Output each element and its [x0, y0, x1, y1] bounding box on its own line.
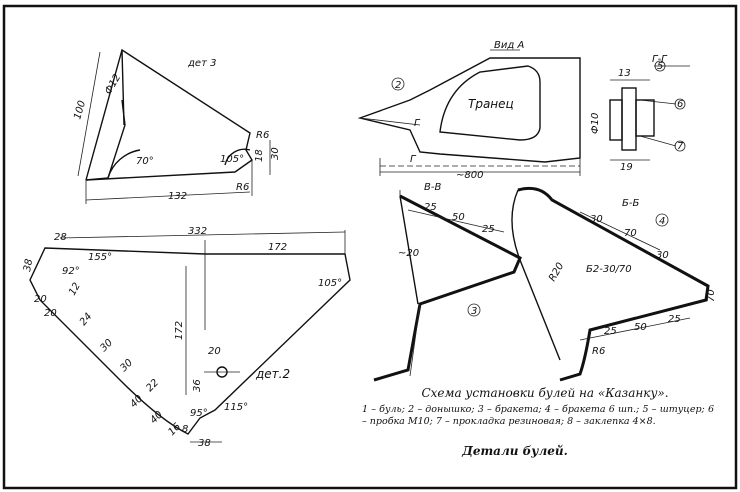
section-gg-title: Г-Г — [652, 54, 668, 65]
view-a-transom: Транец — [468, 97, 514, 111]
view-a-title: Вид А — [494, 40, 524, 51]
det3-d5: 132 — [168, 191, 187, 202]
section-bb: Б-Б 30 70 30 R20 Б2-30/70 25 50 25 70 R6… — [511, 186, 717, 382]
det3-angle2: 105° — [220, 154, 244, 165]
section-vv-title: В-В — [424, 182, 441, 193]
det2-d38: 38 — [198, 438, 211, 449]
view-a: Вид А 2 Транец Г Г ~800 — [357, 40, 581, 181]
det2-part: 332 172 172 155° 92° 105° 115° 95° 28 38… — [22, 226, 351, 449]
det2-s8: 8 — [182, 424, 188, 435]
section-bb-b: Б2-30/70 — [586, 264, 632, 275]
det2-a5: 95° — [190, 408, 208, 419]
det2-s16: 16 — [166, 421, 183, 438]
det2-s30a: 30 — [98, 337, 115, 354]
caption-legend: 1 – буль; 2 – донышко; 3 – бракета; 4 – … — [362, 404, 714, 427]
det2-w2: 172 — [268, 242, 287, 253]
det2-d36: 36 — [192, 379, 203, 392]
view-a-g2: Г — [410, 154, 417, 165]
det2-a2: 92° — [62, 266, 80, 277]
det3-d3: 30 — [270, 147, 281, 160]
det3-d2: Ф12 — [103, 73, 123, 97]
det2-s40b: 40 — [148, 409, 165, 426]
section-bb-r6: R6 — [592, 346, 605, 357]
section-gg-d19: 19 — [620, 162, 633, 173]
det2-s22: 22 — [144, 377, 161, 394]
det2-s20b: 20 — [44, 308, 57, 319]
det2-s12: 12 — [67, 281, 83, 298]
view-a-g1: Г — [414, 118, 421, 129]
view-a-width: ~800 — [456, 170, 483, 181]
section-bb-d70: 70 — [624, 228, 637, 239]
section-bb-d30: 30 — [590, 214, 603, 225]
det2-a1: 155° — [88, 252, 112, 263]
section-gg-n7: 7 — [677, 141, 684, 152]
section-bb-d50: 50 — [634, 322, 647, 333]
section-gg-d10: Ф10 — [590, 113, 601, 134]
page-border — [2, 4, 738, 490]
section-vv-n3: 3 — [471, 306, 477, 317]
det2-s30b: 30 — [118, 357, 135, 374]
det2-s38: 38 — [22, 258, 35, 272]
section-bb-n4: 4 — [659, 216, 665, 227]
det3-angle1: 70° — [136, 156, 154, 167]
caption-subtitle: Детали булей. — [462, 444, 568, 458]
det2-h1: 172 — [174, 321, 185, 340]
section-vv-d50: 50 — [452, 212, 465, 223]
det2-title: дет.2 — [255, 367, 290, 381]
det2-s28: 28 — [54, 232, 67, 243]
section-gg: 13 Ф10 19 Г-Г 5 6 7 — [590, 54, 690, 173]
section-gg-d13: 13 — [618, 68, 631, 79]
det2-s20a: 20 — [34, 294, 47, 305]
section-bb-d25b: 25 — [668, 314, 681, 325]
det2-w1: 332 — [188, 226, 207, 237]
det3-r1: R6 — [256, 130, 269, 141]
det3-part: дет 3 100 Ф12 70° 105° R6 R6 30 18 132 — [72, 48, 281, 204]
section-vv: В-В 25 50 25 ~20 3 — [373, 182, 522, 382]
det3-r2: R6 — [236, 182, 249, 193]
det3-d1: 100 — [72, 99, 88, 120]
det2-a3: 105° — [318, 278, 342, 289]
section-vv-d25: 25 — [424, 202, 437, 213]
det2-s24: 24 — [78, 311, 95, 328]
section-bb-title: Б-Б — [622, 198, 639, 209]
det2-s40a: 40 — [128, 393, 145, 410]
section-vv-d25b: 25 — [482, 224, 495, 235]
section-bb-d70b: 70 — [706, 289, 717, 302]
det2-d20: 20 — [208, 346, 221, 357]
section-gg-n5: 5 — [657, 61, 663, 72]
section-bb-d30b: 30 — [656, 250, 669, 261]
det3-d4: 18 — [254, 149, 265, 162]
section-bb-r20: R20 — [547, 261, 566, 284]
section-gg-n6: 6 — [677, 99, 683, 110]
view-a-label-2: 2 — [395, 80, 401, 91]
caption-title: Схема установки булей на «Казанку». — [421, 386, 669, 400]
section-vv-d20: ~20 — [398, 248, 419, 259]
det2-a4: 115° — [224, 402, 248, 413]
section-bb-d25: 25 — [604, 326, 617, 337]
det3-title: дет 3 — [187, 58, 216, 69]
